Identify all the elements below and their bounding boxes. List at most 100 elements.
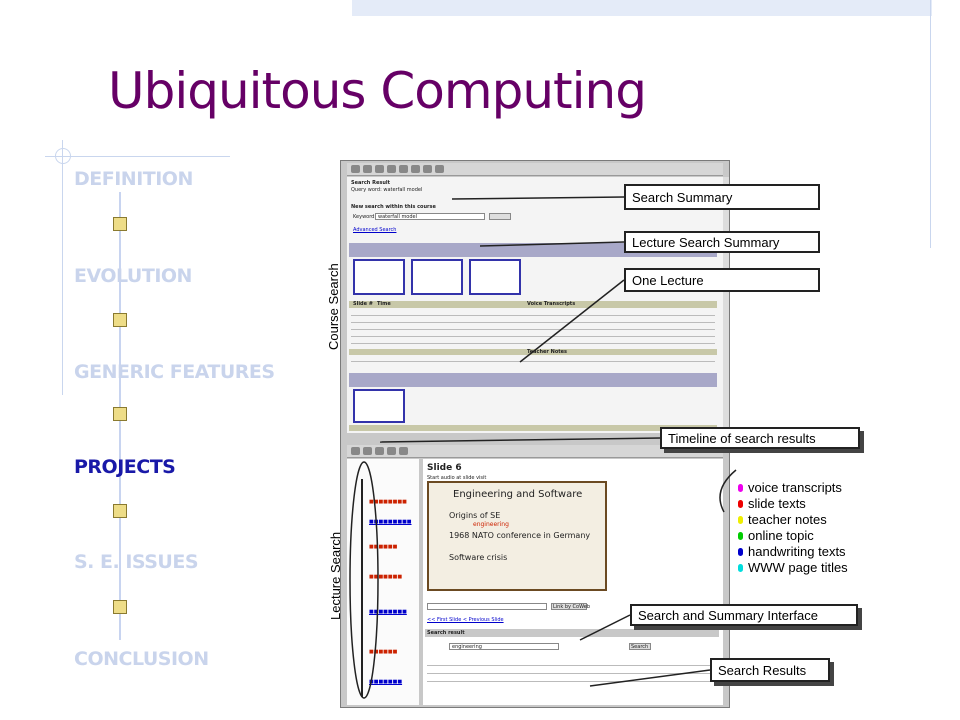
title-underline [45, 156, 230, 157]
favorites-icon[interactable] [423, 165, 432, 173]
search-button[interactable] [629, 643, 651, 650]
timeline-entry[interactable]: ■■■■■■■■■ [369, 519, 412, 525]
query-line: Query word: waterfall model [351, 187, 423, 193]
result-row [427, 681, 717, 682]
nav-marker [113, 504, 127, 518]
legend-dot [738, 532, 743, 540]
table-row [351, 336, 715, 337]
advanced-search-link[interactable]: Advanced Search [353, 227, 397, 233]
result-row [427, 665, 717, 666]
nav-marker [113, 313, 127, 327]
nav-item-se-issues[interactable]: S. E. ISSUES [74, 551, 199, 573]
table-row [351, 361, 715, 362]
col-voice: Voice Transcripts [527, 301, 576, 307]
legend-online-topic: online topic [748, 528, 814, 543]
result-row [427, 673, 717, 674]
slide-thumbnail[interactable] [411, 259, 463, 295]
nav-item-definition[interactable]: DEFINITION [74, 168, 193, 190]
home-icon[interactable] [399, 165, 408, 173]
forward-icon[interactable] [363, 165, 372, 173]
nav-marker [113, 407, 127, 421]
connector-line [479, 241, 625, 247]
table-row [351, 315, 715, 316]
slide-thumbnail[interactable] [353, 389, 405, 423]
upper-scrollbar[interactable] [723, 177, 729, 433]
search-button-label: Search [631, 644, 649, 650]
back-icon[interactable] [351, 165, 360, 173]
right-decor-line [930, 0, 931, 248]
timeline-entry[interactable]: ■■■■■■■■ [369, 609, 407, 615]
left-decor-line [62, 140, 63, 395]
legend-handwriting-texts: handwriting texts [748, 544, 846, 559]
callout-one-lecture: One Lecture [624, 268, 820, 292]
connector-line [379, 437, 661, 443]
top-decor-band [352, 0, 932, 16]
timeline-entry[interactable]: ■■■■■■■ [369, 574, 403, 580]
back-icon[interactable] [351, 447, 360, 455]
legend-slide-texts: slide texts [748, 496, 806, 511]
table-row [351, 343, 715, 344]
results-header-bar [425, 629, 719, 637]
lecture-header-bar [349, 373, 717, 387]
timeline-highlight-ellipse [349, 461, 379, 699]
table-header-bar [349, 425, 717, 431]
results-label: Search result [427, 630, 465, 636]
slide-line: 1968 NATO conference in Germany [449, 531, 591, 540]
nav-item-evolution[interactable]: EVOLUTION [74, 265, 192, 287]
connector-line [519, 279, 625, 363]
table-row [351, 322, 715, 323]
timeline-sidebar: ■■■■■■■■ ■■■■■■■■■ ■■■■■■ ■■■■■■■ ■■■■■■… [347, 459, 419, 705]
col-slide: Slide # [353, 301, 373, 307]
callout-timeline: Timeline of search results [660, 427, 860, 449]
slide-line: Origins of SE [449, 511, 501, 520]
stop-icon[interactable] [375, 165, 384, 173]
home-icon[interactable] [399, 447, 408, 455]
callout-search-results: Search Results [710, 658, 830, 682]
query-input[interactable] [449, 643, 559, 650]
slide-nav-links[interactable]: << First Slide < Previous Slide [427, 617, 504, 623]
query-value: engineering [452, 644, 482, 650]
teacher-notes-header: Teacher Notes [527, 349, 568, 355]
slide-viewer: Slide 6 Start audio at slide visit Engin… [423, 459, 723, 705]
slide-heading: Engineering and Software [453, 489, 583, 500]
keyword-input[interactable] [375, 213, 485, 220]
slide-subtitle: Start audio at slide visit [427, 475, 487, 481]
refresh-icon[interactable] [387, 447, 396, 455]
nav-item-conclusion[interactable]: CONCLUSION [74, 648, 209, 670]
legend-dot [738, 516, 743, 524]
callout-search-summary: Search Summary [624, 184, 820, 210]
search-icon[interactable] [411, 165, 420, 173]
legend-dot [738, 564, 743, 572]
nav-item-projects[interactable]: PROJECTS [74, 456, 176, 478]
table-row [351, 329, 715, 330]
nav-item-generic-features[interactable]: GENERIC FEATURES [74, 361, 275, 383]
decor-ring [55, 148, 71, 164]
lower-toolbar [347, 445, 723, 458]
timeline-entry[interactable]: ■■■■■■ [369, 544, 398, 550]
timeline-entry[interactable]: ■■■■■■■■ [369, 499, 407, 505]
slide-thumbnail[interactable] [469, 259, 521, 295]
search-button[interactable] [489, 213, 511, 220]
nav-marker [113, 217, 127, 231]
refresh-icon[interactable] [387, 165, 396, 173]
coweb-link-input[interactable] [427, 603, 547, 610]
connector-line [579, 614, 631, 641]
slide-title: Slide 6 [427, 463, 462, 473]
link-by-coweb-button[interactable] [551, 603, 587, 610]
timeline-entry[interactable]: ■■■■■■■ [369, 679, 403, 685]
timeline-entry[interactable]: ■■■■■■ [369, 649, 398, 655]
slide-thumbnail[interactable] [353, 259, 405, 295]
legend-teacher-notes: teacher notes [748, 512, 827, 527]
legend-dot [738, 500, 743, 508]
slide-line: Software crisis [449, 553, 508, 562]
forward-icon[interactable] [363, 447, 372, 455]
stop-icon[interactable] [375, 447, 384, 455]
history-icon[interactable] [435, 165, 444, 173]
timeline-track[interactable] [361, 479, 363, 697]
table-header-bar [349, 301, 717, 308]
connector-line [589, 669, 711, 687]
upper-toolbar [347, 163, 723, 176]
slide-annotation: engineering [473, 521, 509, 528]
callout-search-and-summary-interface: Search and Summary Interface [630, 604, 858, 626]
